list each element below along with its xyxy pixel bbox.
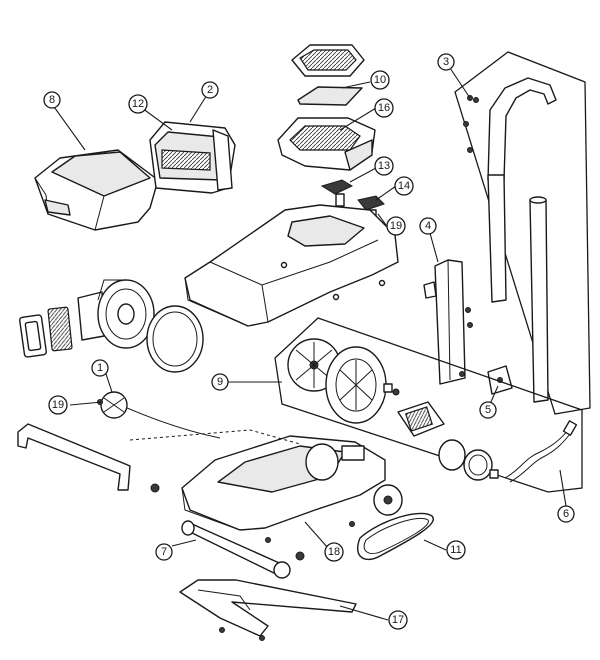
part-handle-group-outline <box>454 51 591 415</box>
callout-19-right-label: 19 <box>390 220 402 232</box>
callout-17-label: 17 <box>392 614 404 626</box>
callout-1: 1 <box>91 359 109 377</box>
part-power-cord <box>504 420 578 483</box>
part-bracket <box>487 365 513 395</box>
callout-8-label: 8 <box>49 94 55 106</box>
part-pre-filters <box>19 291 105 358</box>
callout-4-label: 4 <box>425 220 431 232</box>
callout-2-label: 2 <box>207 84 213 96</box>
part-brush-roll-end <box>97 391 221 439</box>
callout-18: 18 <box>324 542 344 562</box>
callout-14-label: 14 <box>398 180 410 192</box>
callout-5: 5 <box>479 401 497 419</box>
part-motor-cover <box>97 279 155 349</box>
callout-19-left: 19 <box>48 395 68 415</box>
callout-13-label: 13 <box>378 160 390 172</box>
callout-6-label: 6 <box>563 508 569 520</box>
part-motor-rings <box>438 439 499 481</box>
part-motor <box>383 383 445 437</box>
part-dashed-guide <box>129 429 301 445</box>
callout-9: 9 <box>211 373 229 391</box>
callout-14: 14 <box>394 176 414 196</box>
callout-16-label: 16 <box>378 102 390 114</box>
part-handle-mount <box>423 259 473 385</box>
callout-10-label: 10 <box>374 74 386 86</box>
callout-19-right: 19 <box>386 216 406 236</box>
part-upper-handle <box>463 77 557 303</box>
callout-4: 4 <box>419 217 437 235</box>
part-brush-roll <box>181 520 305 579</box>
callout-3-label: 3 <box>443 56 449 68</box>
callout-17: 17 <box>388 610 408 630</box>
callout-9-label: 9 <box>217 376 223 388</box>
callout-7-label: 7 <box>161 546 167 558</box>
callout-19-left-label: 19 <box>52 399 64 411</box>
callout-16: 16 <box>374 98 394 118</box>
part-motor-housing <box>325 346 387 424</box>
callout-12-label: 12 <box>132 98 144 110</box>
callout-11-label: 11 <box>450 544 461 556</box>
part-bumper <box>17 423 131 491</box>
part-body-base <box>184 204 399 327</box>
part-belt <box>357 512 435 561</box>
callout-2: 2 <box>201 81 219 99</box>
callout-3: 3 <box>437 53 455 71</box>
callout-11: 11 <box>446 540 466 560</box>
part-filter-housing <box>277 117 376 171</box>
part-gasket-ring <box>146 305 204 373</box>
part-lower-housing <box>150 435 403 543</box>
callout-1-label: 1 <box>97 362 103 374</box>
callout-10: 10 <box>370 70 390 90</box>
callout-12: 12 <box>128 94 148 114</box>
part-filter-screen <box>297 86 363 106</box>
part-filter-assembly <box>149 121 236 194</box>
callout-5-label: 5 <box>485 404 491 416</box>
part-motor-group-outline <box>274 317 583 493</box>
callout-13: 13 <box>374 156 394 176</box>
part-top-filter <box>291 44 365 77</box>
part-latch <box>320 179 354 207</box>
callout-8: 8 <box>43 91 61 109</box>
part-base-plate <box>179 579 357 641</box>
callout-6: 6 <box>557 505 575 523</box>
callout-7: 7 <box>155 543 173 561</box>
part-handle-tube <box>529 196 549 403</box>
callout-18-label: 18 <box>328 546 340 558</box>
part-dirt-cup <box>34 149 159 231</box>
